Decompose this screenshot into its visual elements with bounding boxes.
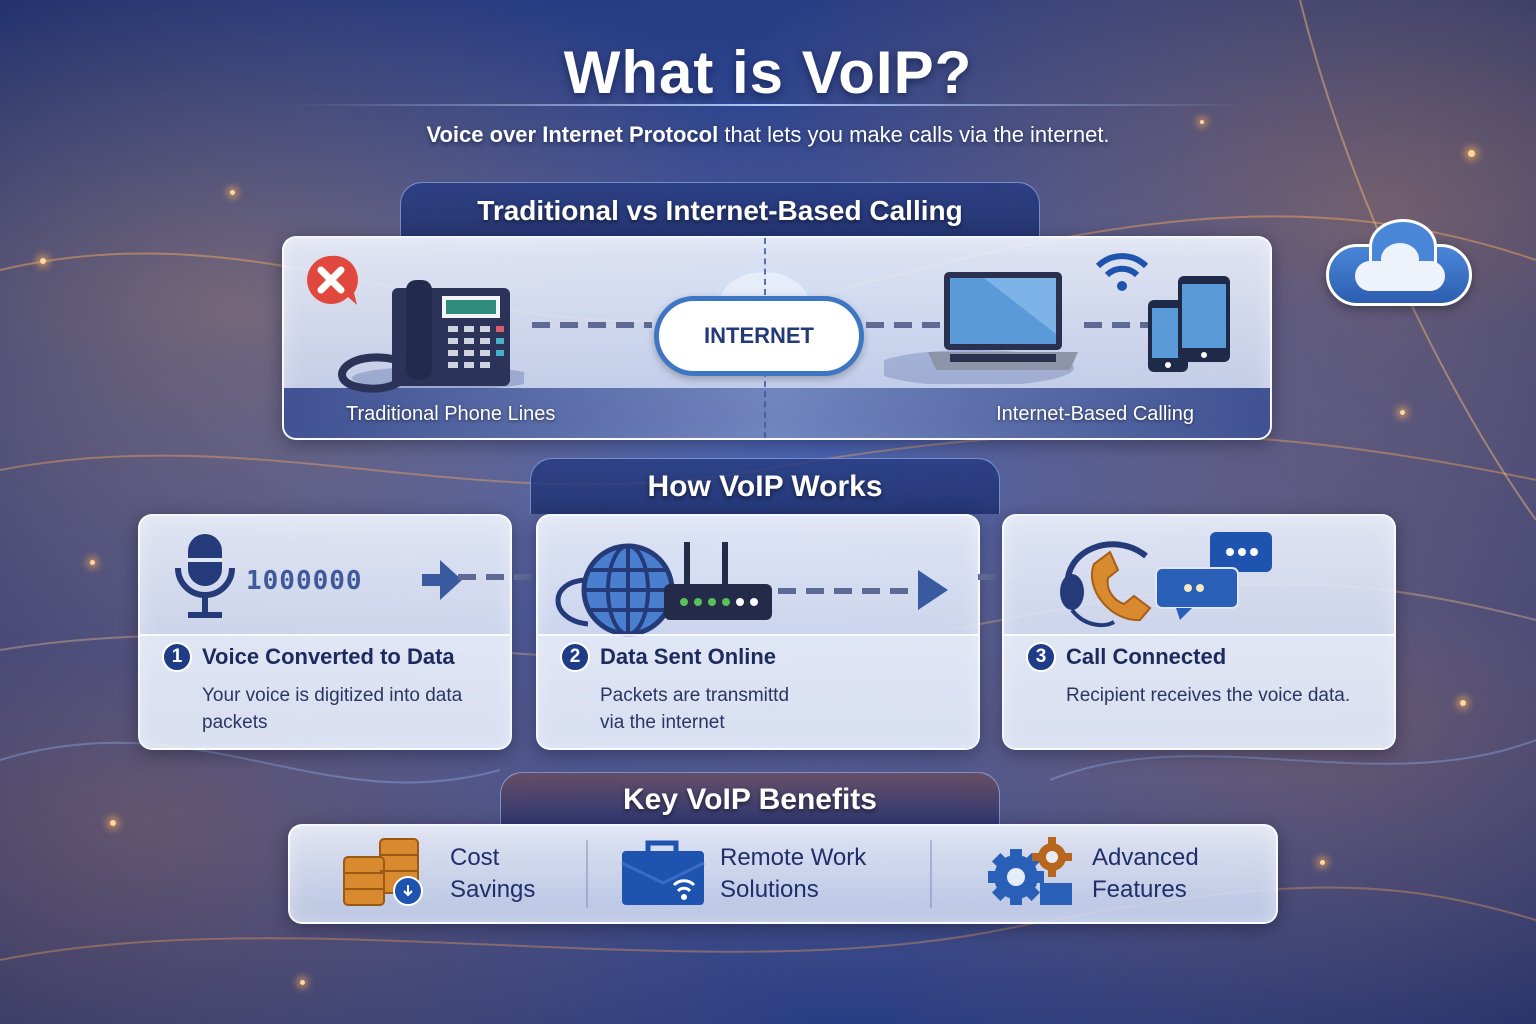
- traditional-label: Traditional Phone Lines: [346, 403, 556, 425]
- benefits-heading: Key VoIP Benefits: [500, 772, 1000, 826]
- flow-connector: [458, 574, 538, 580]
- step-card-1: 1000000 1 Voice Converted to Data Your vo…: [138, 514, 512, 750]
- microphone-icon: [170, 532, 240, 629]
- benefit-line2: Solutions: [720, 876, 819, 903]
- arrow-right-icon: [918, 570, 948, 615]
- step-title-text: Call Connected: [1066, 644, 1227, 669]
- coins-icon: [340, 835, 436, 914]
- step-text-area: [538, 634, 978, 748]
- arrow-right-icon: [422, 558, 462, 607]
- comparison-panel: INTERNET Traditional Phone Lines Interne…: [282, 236, 1272, 440]
- benefit-line2: Features: [1092, 876, 1187, 903]
- headset-phone-icon: [1054, 530, 1164, 635]
- step-title: 2 Data Sent Online: [560, 642, 776, 672]
- title-divider: [290, 104, 1246, 106]
- connector-line: [532, 322, 652, 328]
- globe-icon: [548, 540, 678, 645]
- benefit-divider: [930, 840, 932, 908]
- wifi-icon: [1094, 250, 1150, 299]
- laptop-icon: [874, 264, 1084, 389]
- step-title-text: Data Sent Online: [600, 644, 777, 669]
- step-number-badge: 2: [560, 642, 590, 672]
- step-number-badge: 3: [1026, 642, 1056, 672]
- benefit-line1: Advanced: [1092, 844, 1199, 871]
- binary-digits: 1000000: [246, 566, 363, 596]
- step-text-area: [140, 634, 510, 748]
- step-number-badge: 1: [162, 642, 192, 672]
- internet-label: INTERNET: [704, 323, 814, 348]
- internet-cloud-badge: INTERNET: [654, 267, 864, 376]
- connector-line: [866, 322, 946, 328]
- cloud-icon: [1326, 219, 1472, 306]
- benefit-line2: Savings: [450, 876, 536, 903]
- internet-calling-label: Internet-Based Calling: [996, 403, 1194, 425]
- step-title-text: Voice Converted to Data: [202, 644, 455, 669]
- page-subtitle: Voice over Internet Protocol that lets y…: [0, 122, 1536, 148]
- step-description: Recipient receives the voice data.: [1066, 685, 1351, 706]
- step-text-area: [1004, 634, 1394, 748]
- router-icon: [662, 540, 774, 633]
- subtitle-rest: that lets you make calls via the interne…: [718, 122, 1110, 147]
- connector-line: [778, 588, 918, 594]
- briefcase-wifi-icon: [620, 837, 706, 912]
- how-it-works-heading: How VoIP Works: [530, 458, 1000, 514]
- benefit-divider: [586, 840, 588, 908]
- tablet-icon: [1176, 274, 1232, 369]
- page-title: What is VoIP?: [563, 39, 973, 106]
- x-mark-icon: [302, 252, 360, 315]
- chat-bubbles-icon: [1154, 528, 1274, 633]
- desk-phone-icon: [314, 266, 536, 399]
- step-title: 1 Voice Converted to Data: [162, 642, 455, 672]
- caption-bar: [284, 388, 1270, 438]
- gears-icon: [982, 835, 1078, 914]
- connector-line: [1084, 322, 1164, 328]
- benefit-line1: Remote Work: [720, 844, 867, 871]
- subtitle-bold: Voice over Internet Protocol: [426, 122, 719, 147]
- step-card-3: 3 Call Connected Recipient receives the v…: [1002, 514, 1396, 750]
- benefit-line1: Cost: [450, 844, 500, 871]
- step-description: Your voice is digitized into data packet…: [202, 685, 463, 733]
- step-description: Packets are transmittd via the internet: [600, 685, 790, 733]
- comparison-heading: Traditional vs Internet-Based Calling: [400, 182, 1040, 238]
- step-card-2: 2 Data Sent Online Packets are transmittd…: [536, 514, 980, 750]
- step-title: 3 Call Connected: [1026, 642, 1226, 672]
